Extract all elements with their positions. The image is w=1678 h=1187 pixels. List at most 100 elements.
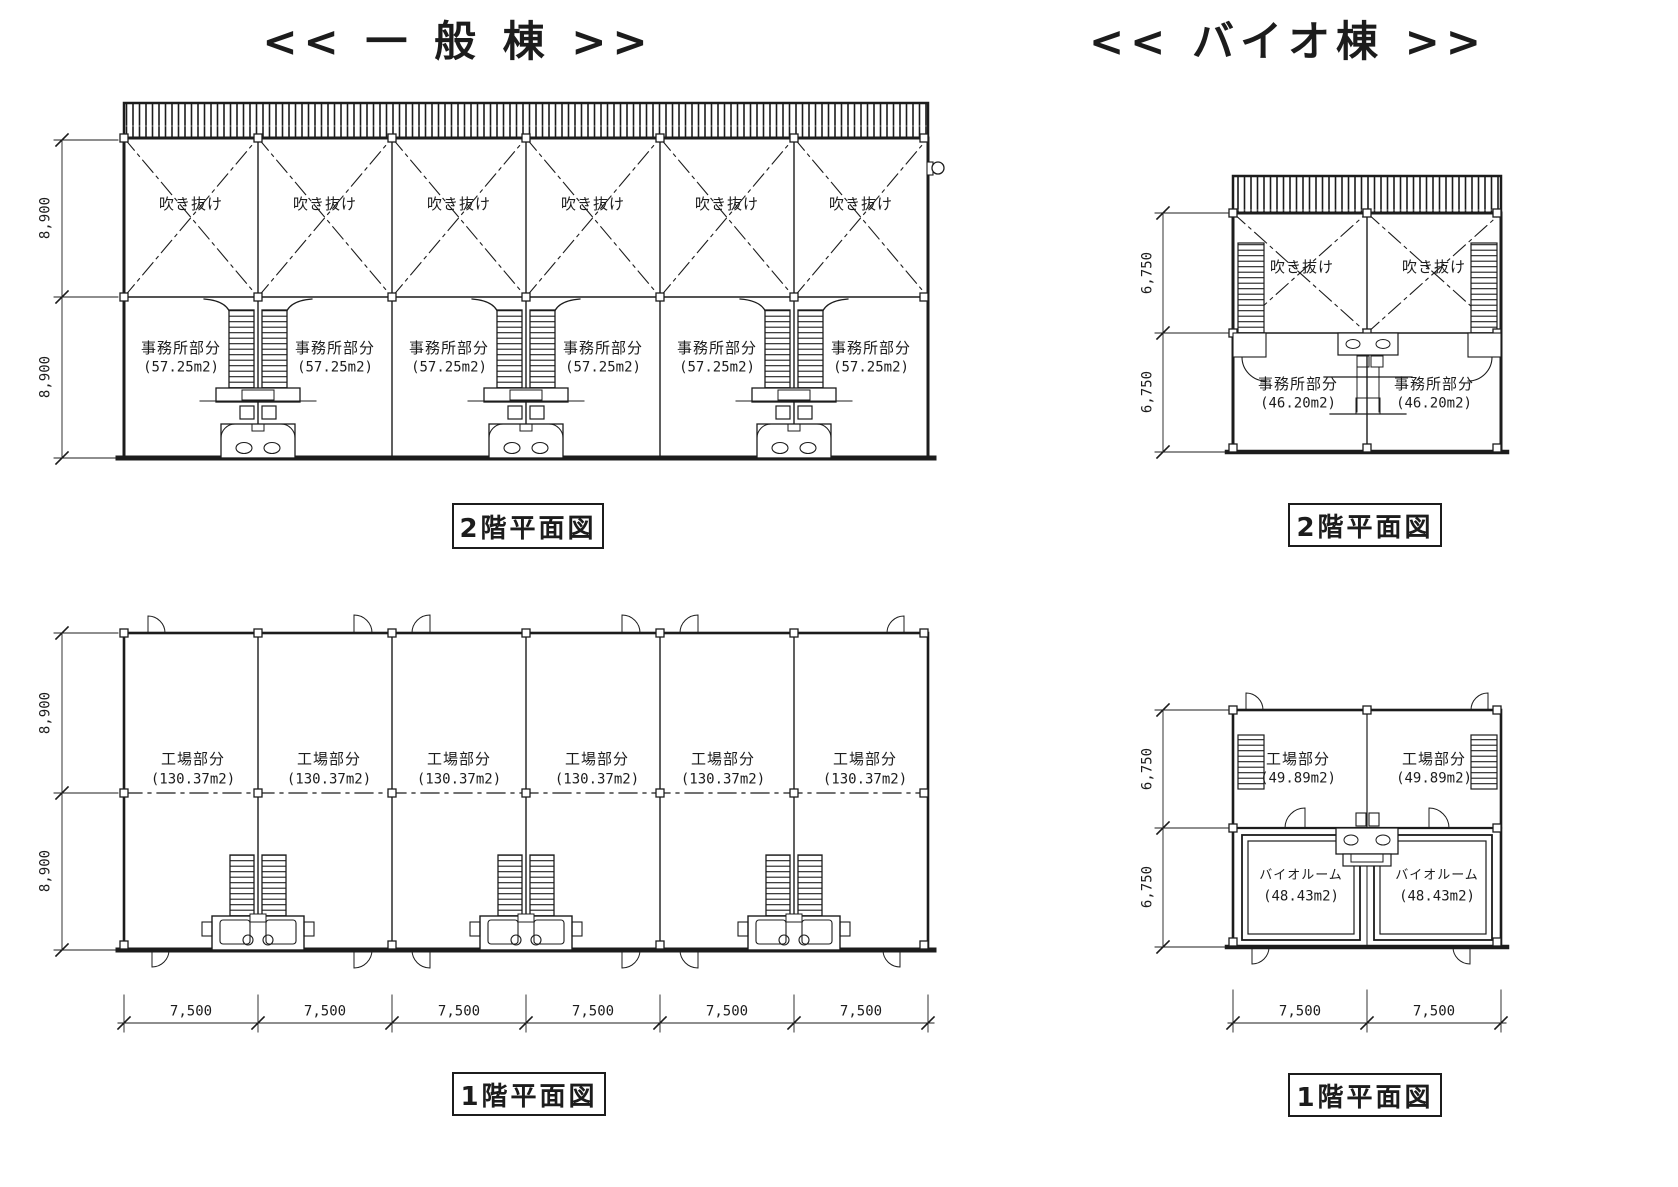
atrium-label: 吹き抜け: [560, 195, 626, 214]
dim-label: 8,900: [37, 355, 54, 399]
factory-area: (130.37m2): [416, 771, 502, 788]
bio-2f-plan: [1154, 174, 1510, 460]
dim-label: 7,500: [705, 1003, 749, 1020]
office-label: 事務所部分: [408, 339, 490, 358]
caption-text: 1階平面図: [1296, 1082, 1434, 1113]
factory-area: (130.37m2): [822, 771, 908, 788]
stair-flight: [1470, 734, 1498, 790]
dimension-left-2f: [53, 132, 119, 466]
office-area: (46.20m2): [1396, 395, 1472, 412]
factory-label: 工場部分: [564, 750, 630, 769]
office-area: (57.25m2): [565, 359, 641, 376]
office-area: (46.20m2): [1260, 395, 1336, 412]
dim-label: 7,500: [571, 1003, 615, 1020]
atrium-cross-bracing: [123, 137, 929, 298]
dim-label: 6,750: [1139, 865, 1156, 909]
bio-room-area: (48.43m2): [1263, 888, 1339, 905]
atrium-label: 吹き抜け: [292, 195, 358, 214]
bio-room-right: [1373, 834, 1493, 941]
bio-room-left: [1241, 834, 1361, 941]
atrium-label: 吹き抜け: [694, 195, 760, 214]
wc-core-1f: [1335, 812, 1399, 867]
office-label: 事務所部分: [830, 339, 912, 358]
doors-bio1f: [1245, 692, 1489, 965]
dimension-left-1f: [53, 625, 119, 958]
dim-label: 7,500: [839, 1003, 883, 1020]
bio-room-area: (48.43m2): [1399, 888, 1475, 905]
general-wing-title: << 一 般 棟 >>: [262, 16, 654, 66]
column-markers: [119, 133, 929, 302]
atrium-label: 吹き抜け: [1269, 258, 1335, 277]
toilet-fixture: [1375, 834, 1391, 846]
dim-label: 7,500: [169, 1003, 213, 1020]
caption-text: 2階平面図: [459, 513, 597, 544]
office-label: 事務所部分: [1257, 375, 1339, 394]
factory-label: 工場部分: [1265, 750, 1331, 769]
factory-area: (130.37m2): [150, 771, 236, 788]
general-2f-plan: [53, 101, 945, 466]
toilet-fixture: [1345, 339, 1361, 349]
column-markers: [1228, 705, 1502, 947]
factory-area: (130.37m2): [286, 771, 372, 788]
dimension-left-bio2f: [1154, 205, 1229, 460]
factory-area: (49.89m2): [1260, 770, 1336, 787]
toilet-fixture: [1343, 834, 1359, 846]
dimension-bottom-bio1f: [1225, 989, 1509, 1033]
factory-area: (130.37m2): [554, 771, 640, 788]
dim-label: 8,900: [37, 691, 54, 735]
caption-text: 2階平面図: [1296, 512, 1434, 543]
dim-label: 6,750: [1139, 747, 1156, 791]
dim-label: 7,500: [1278, 1003, 1322, 1020]
dimension-left-bio1f: [1154, 702, 1229, 955]
office-area: (57.25m2): [833, 359, 909, 376]
atrium-label: 吹き抜け: [1401, 258, 1467, 277]
bio-1f-plan: [1154, 692, 1510, 1033]
office-label: 事務所部分: [1393, 375, 1475, 394]
general-1f-caption: 1階平面図: [452, 1072, 606, 1116]
roof-hatch-strip: [1231, 174, 1503, 215]
side-entry-alcoves: [1232, 332, 1502, 382]
bio-wing-title: << バイオ棟 >>: [1088, 16, 1488, 66]
dim-label: 7,500: [1412, 1003, 1456, 1020]
factory-label: 工場部分: [426, 750, 492, 769]
factory-label: 工場部分: [832, 750, 898, 769]
entry-doors-top: [147, 615, 905, 634]
general-1f-plan: [53, 614, 937, 1033]
office-area: (57.25m2): [143, 359, 219, 376]
dim-label: 8,900: [37, 196, 54, 240]
office-area: (57.25m2): [411, 359, 487, 376]
dimension-bottom-1f: [116, 994, 936, 1033]
atrium-label: 吹き抜け: [426, 195, 492, 214]
wall-fixture: [931, 161, 945, 175]
office-label: 事務所部分: [676, 339, 758, 358]
factory-label: 工場部分: [1401, 750, 1467, 769]
column-markers: [1228, 208, 1502, 453]
bio-2f-caption: 2階平面図: [1288, 503, 1442, 547]
roof-hatch-strip: [122, 101, 930, 140]
dim-label: 6,750: [1139, 251, 1156, 295]
stair-flight: [1237, 242, 1265, 334]
office-area: (57.25m2): [297, 359, 373, 376]
toilet-fixture: [1375, 339, 1391, 349]
atrium-label: 吹き抜け: [158, 195, 224, 214]
stair-flight: [1237, 734, 1265, 790]
factory-label: 工場部分: [160, 750, 226, 769]
dim-label: 6,750: [1139, 370, 1156, 414]
dim-label: 8,900: [37, 849, 54, 893]
office-label: 事務所部分: [562, 339, 644, 358]
factory-area: (130.37m2): [680, 771, 766, 788]
factory-area: (49.89m2): [1396, 770, 1472, 787]
factory-label: 工場部分: [296, 750, 362, 769]
dim-label: 7,500: [437, 1003, 481, 1020]
office-label: 事務所部分: [140, 339, 222, 358]
entry-doors-bottom: [151, 949, 901, 968]
bio-room-label: バイオルーム: [1395, 868, 1479, 884]
dim-label: 7,500: [303, 1003, 347, 1020]
office-label: 事務所部分: [294, 339, 376, 358]
factory-label: 工場部分: [690, 750, 756, 769]
general-2f-caption: 2階平面図: [452, 503, 604, 549]
office-area: (57.25m2): [679, 359, 755, 376]
stair-flight: [1470, 242, 1498, 334]
bio-room-label: バイオルーム: [1259, 868, 1343, 884]
